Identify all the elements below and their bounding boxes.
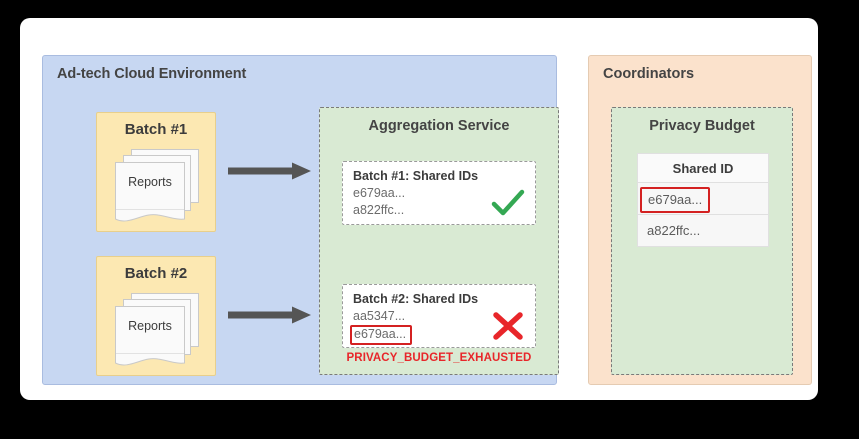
reports-label-1: Reports [128,175,172,189]
document-wave-edge [115,353,185,366]
batch-2-shared-id-1: aa5347... [353,309,406,323]
document-wave-edge [115,209,185,222]
shared-id-value: a822ffc... [647,223,701,238]
adtech-cloud-environment-panel: Ad-tech Cloud Environment Batch #1 Repor… [42,55,559,385]
privacy-budget-box: Privacy Budget Shared ID e679aa... a822f… [611,107,793,375]
batch-2-box: Batch #2 Reports [96,256,216,376]
coordinators-panel: Coordinators Privacy Budget Shared ID e6… [588,55,812,385]
batch-1-box: Batch #1 Reports [96,112,216,232]
arrow-right-icon [228,162,311,180]
document-sheet-front [115,306,185,358]
batch-1-result-title: Batch #1: Shared IDs [353,169,479,183]
cross-icon [493,312,523,340]
aggregation-service-panel: Aggregation Service Batch #1: Shared IDs… [319,107,559,375]
reports-stack-icon: Reports [115,149,201,222]
check-icon [491,189,525,216]
shared-id-table: Shared ID e679aa... a822ffc... [637,153,769,247]
diagram-canvas: Ad-tech Cloud Environment Batch #1 Repor… [20,18,818,400]
privacy-budget-error-text: PRIVACY_BUDGET_EXHAUSTED [346,352,532,364]
shared-id-value-flagged: e679aa... [640,186,711,213]
document-sheet-front [115,162,185,214]
aggregation-service-title: Aggregation Service [368,118,510,134]
reports-label-2: Reports [128,319,172,333]
batch-1-shared-id-1: e679aa... [353,186,406,200]
arrow-right-icon [228,306,311,324]
reports-stack-icon: Reports [115,293,201,366]
batch-2-label: Batch #2 [124,265,188,282]
batch-2-result-title: Batch #2: Shared IDs [353,292,479,306]
table-row: e679aa... [637,183,769,215]
table-header-shared-id: Shared ID [637,153,769,183]
table-row: a822ffc... [637,215,769,247]
batch-2-result-card: Batch #2: Shared IDs aa5347... e679aa... [342,284,536,348]
batch-1-result-card: Batch #1: Shared IDs e679aa... a822ffc..… [342,161,536,225]
batch-1-label: Batch #1 [124,121,188,138]
batch-2-shared-id-2-flagged: e679aa... [350,325,413,345]
privacy-budget-title: Privacy Budget [649,118,755,134]
coordinators-panel-title: Coordinators [603,66,695,82]
batch-1-shared-id-2: a822ffc... [353,203,405,217]
adtech-panel-title: Ad-tech Cloud Environment [57,66,247,82]
